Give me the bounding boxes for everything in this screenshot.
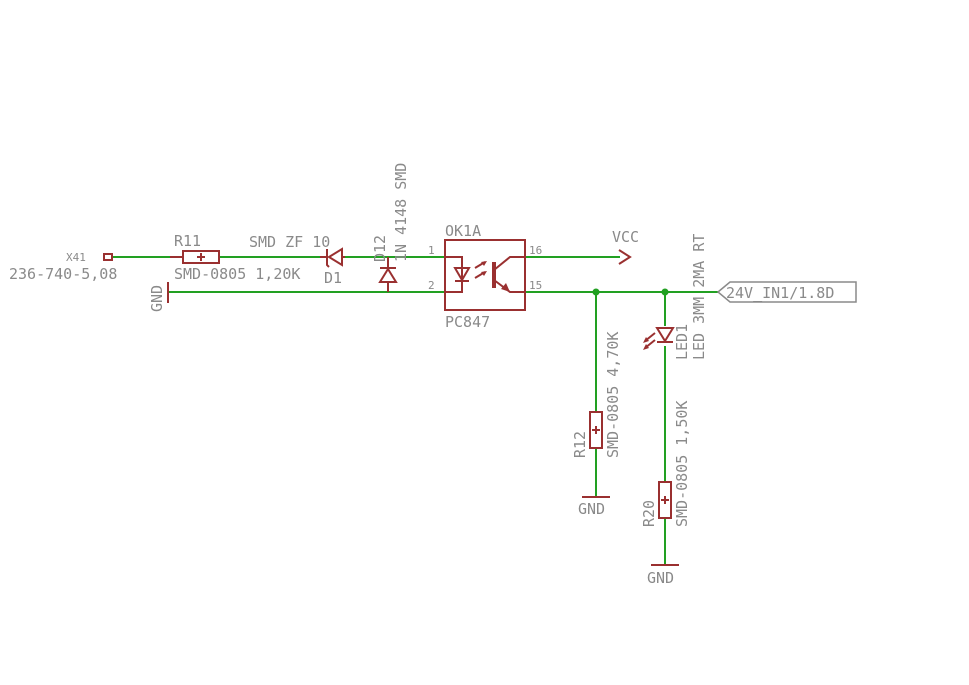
optocoupler-ok1a: 1 2 16 15 OK1A PC847 — [428, 222, 542, 331]
r11-body — [182, 250, 220, 264]
ok1a-pin-15: 15 — [529, 279, 542, 292]
led1-triangle — [655, 327, 675, 343]
d1-cathode-bar — [326, 249, 330, 268]
junction-r12 — [592, 288, 600, 296]
vcc-label: VCC — [612, 228, 639, 246]
connector-x41: X41 236-740-5,08 — [9, 251, 117, 283]
ok1a-body — [444, 239, 526, 311]
ok1a-value: PC847 — [445, 313, 490, 331]
r11-value: SMD-0805 1,20K — [174, 265, 300, 283]
r12-value: SMD-0805 4,70K — [604, 332, 622, 458]
ok1a-transistor-emitter — [493, 279, 525, 293]
resistor-r12: R12 SMD-0805 4,70K — [571, 332, 622, 458]
ok1a-led-leads — [445, 256, 463, 293]
d12-triangle — [378, 267, 398, 283]
ok1a-led-triangle — [453, 267, 471, 282]
led1-name: LED1 — [673, 324, 691, 360]
ok1a-pin-16: 16 — [529, 244, 542, 257]
led1-light-arrowhead-1 — [643, 337, 649, 343]
led1-light-arrowhead-2 — [643, 344, 649, 350]
r20-name: R20 — [640, 500, 658, 527]
ok1a-light-arrowhead-1 — [481, 261, 487, 266]
net-label-input: 24V_IN1/1.8D — [716, 281, 857, 303]
x41-name: X41 — [66, 251, 86, 264]
ok1a-light-arrowhead-2 — [481, 271, 487, 276]
led-led1: LED1 LED 3MM 2MA RT — [643, 234, 708, 360]
gnd-r20: GND — [647, 564, 679, 587]
r20-value: SMD-0805 1,50K — [673, 401, 691, 527]
r11-name: R11 — [174, 232, 201, 250]
gnd-r12: GND — [578, 496, 610, 518]
diode-d12: D12 1N 4148 SMD — [371, 163, 410, 292]
r12-name: R12 — [571, 431, 589, 458]
net-wires — [112, 256, 718, 565]
r12-body — [589, 411, 603, 449]
gnd-left: GND — [148, 282, 169, 312]
gnd-left-label: GND — [148, 285, 166, 312]
ok1a-name: OK1A — [445, 222, 481, 240]
zener-d1: SMD ZF 10 D1 — [249, 233, 345, 287]
x41-value: 236-740-5,08 — [9, 265, 117, 283]
vcc-supply: VCC — [612, 228, 639, 265]
led1-value: LED 3MM 2MA RT — [690, 234, 708, 360]
ok1a-pin-1: 1 — [428, 244, 435, 257]
gnd-r20-label: GND — [647, 569, 674, 587]
d1-name: D1 — [324, 269, 342, 287]
d12-name: D12 — [371, 235, 389, 262]
d1-value: SMD ZF 10 — [249, 233, 330, 251]
d1-triangle — [327, 247, 343, 267]
net-label-text: 24V_IN1/1.8D — [726, 284, 834, 302]
ok1a-pin-2: 2 — [428, 279, 435, 292]
net-label-flag — [716, 281, 857, 303]
vcc-arrow-symbol — [618, 249, 632, 265]
r20-body — [658, 481, 672, 519]
resistor-r20: R20 SMD-0805 1,50K — [640, 401, 691, 527]
junction-led1 — [661, 288, 669, 296]
gnd-r12-label: GND — [578, 500, 605, 518]
resistor-r11: R11 SMD-0805 1,20K — [170, 232, 300, 283]
x41-pin-symbol — [103, 253, 113, 261]
d12-value: 1N 4148 SMD — [392, 163, 410, 262]
ok1a-emitter-arrow — [501, 283, 510, 292]
ok1a-transistor-collector — [493, 256, 525, 271]
